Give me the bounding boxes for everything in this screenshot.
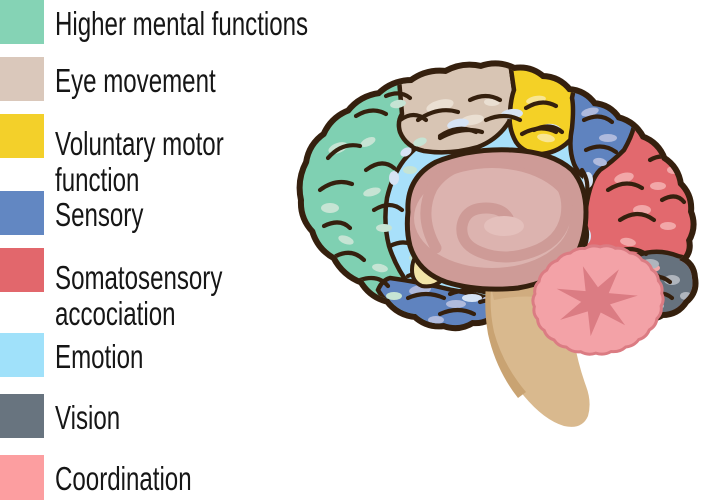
legend-label-sensory: Sensory bbox=[55, 196, 144, 233]
legend-swatch-higher-mental-functions bbox=[0, 0, 44, 44]
legend-swatch-coordination bbox=[0, 455, 44, 500]
legend-swatch-vision bbox=[0, 394, 44, 438]
region-coordination bbox=[531, 244, 665, 356]
brain-illustration bbox=[296, 60, 699, 427]
legend-label-vision: Vision bbox=[55, 399, 121, 436]
legend-label-voluntary-motor-function: Voluntary motor function bbox=[55, 125, 224, 198]
inner-brain bbox=[404, 147, 589, 292]
legend-swatch-eye-movement bbox=[0, 57, 44, 101]
gyri-highlights-sensory bbox=[409, 107, 617, 324]
legend-label-higher-mental-functions: Higher mental functions bbox=[55, 5, 309, 42]
legend-label-somatosensory-accociation: Somatosensory accociation bbox=[55, 259, 223, 332]
legend-swatch-voluntary-motor-function bbox=[0, 114, 44, 158]
legend-swatch-sensory bbox=[0, 191, 44, 235]
legend-swatch-somatosensory-accociation bbox=[0, 248, 44, 292]
legend-label-coordination: Coordination bbox=[55, 460, 192, 497]
legend-label-eye-movement: Eye movement bbox=[55, 62, 216, 99]
legend-label-emotion: Emotion bbox=[55, 338, 144, 375]
legend-swatch-emotion bbox=[0, 333, 44, 377]
